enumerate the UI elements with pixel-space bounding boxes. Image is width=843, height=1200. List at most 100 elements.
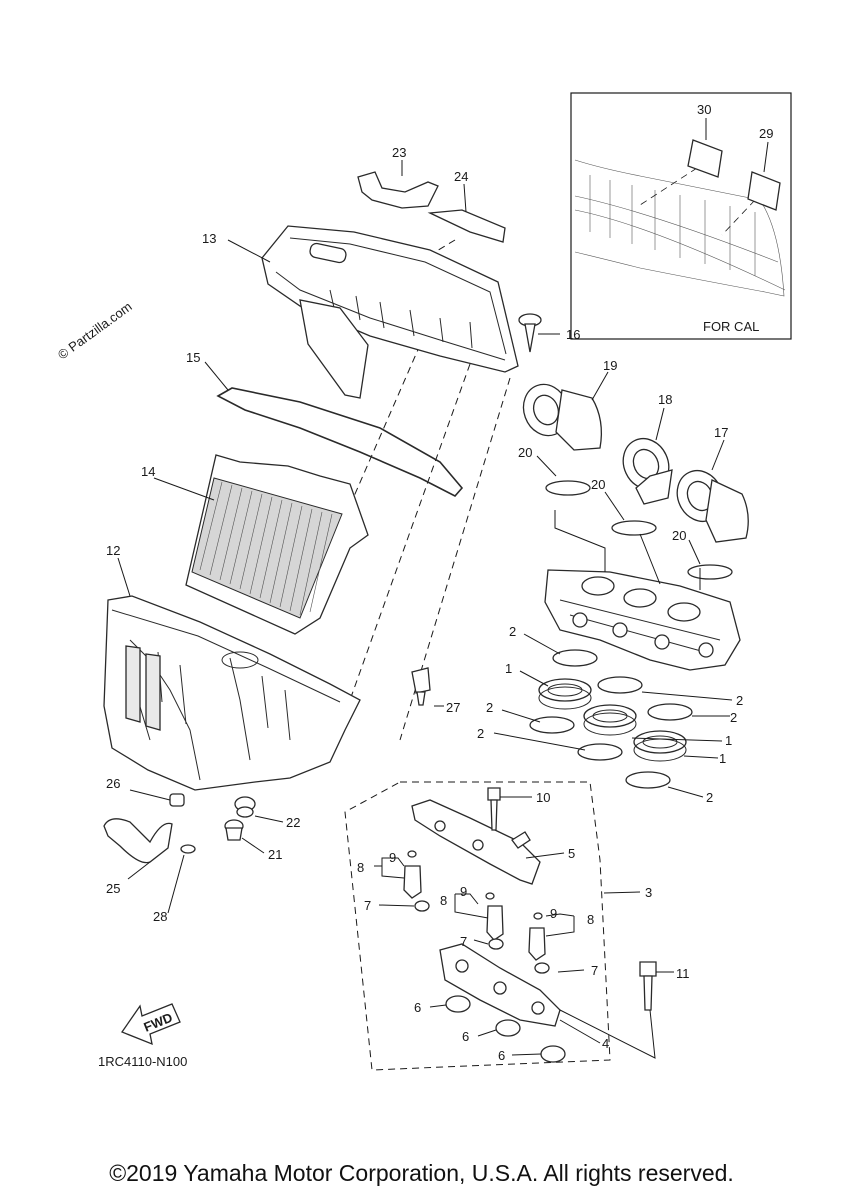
- part-6-gasket-b: [495, 1019, 521, 1037]
- callout-12: 12: [106, 543, 120, 558]
- callout-2-f: 2: [706, 790, 713, 805]
- part-19-intake-joint: [522, 383, 603, 451]
- callout-2-b: 2: [736, 693, 743, 708]
- part-15-gasket: [216, 387, 464, 497]
- part-24-pad: [427, 209, 506, 243]
- callout-17: 17: [714, 425, 728, 440]
- part-20-clamp-2: [611, 520, 657, 536]
- part-4-delivery-pipe: [439, 943, 561, 1027]
- callout-16: 16: [566, 327, 580, 342]
- part-7-seal-a: [414, 900, 430, 912]
- callout-9-b: 9: [460, 884, 467, 899]
- callout-1-c: 1: [719, 751, 726, 766]
- part-21-drain: [224, 819, 244, 841]
- part-18-intake-joint: [622, 438, 673, 505]
- callout-23: 23: [392, 145, 406, 160]
- part-16-screw: [518, 313, 542, 353]
- callout-8-c: 8: [587, 912, 594, 927]
- leader-11-to-pipe: [559, 1009, 656, 1059]
- callout-9-c: 9: [550, 906, 557, 921]
- part-8-injector-a: [403, 865, 422, 899]
- callout-6-c: 6: [498, 1048, 505, 1063]
- callout-14: 14: [141, 464, 155, 479]
- part-30-sheet: [687, 139, 723, 178]
- part-2-clamp-d: [529, 716, 575, 734]
- fuel-injector-group-boundary: [344, 781, 611, 1071]
- part-22-grommet: [234, 796, 256, 818]
- callout-22: 22: [286, 815, 300, 830]
- fwd-arrow: FWD: [121, 1003, 181, 1046]
- callout-27: 27: [446, 700, 460, 715]
- leader-lines: [117, 160, 733, 1056]
- part-29-sheet: [747, 171, 781, 211]
- callout-7-a: 7: [364, 898, 371, 913]
- callout-1-b: 1: [725, 733, 732, 748]
- part-9-oring-c: [533, 912, 543, 920]
- part-10-bolt: [487, 787, 501, 831]
- part-17-intake-joint: [676, 470, 749, 543]
- callout-2-c: 2: [486, 700, 493, 715]
- callout-20-b: 20: [591, 477, 605, 492]
- part-6-gasket-a: [445, 995, 471, 1013]
- part-2-clamp-a: [552, 649, 598, 667]
- callout-6-b: 6: [462, 1029, 469, 1044]
- part-5-fuel-rail-upper: [411, 799, 541, 885]
- leader-29: [763, 141, 769, 173]
- inset-dashed-leaders: [639, 167, 756, 236]
- inset-airbox-lid: [574, 159, 785, 297]
- inset-border: [570, 92, 792, 340]
- inset-lid-edge: [574, 195, 786, 291]
- part-1-joint-b: [583, 704, 637, 736]
- part-12-airbox-case: [103, 595, 361, 791]
- callout-1-a: 1: [505, 661, 512, 676]
- part-7-seal-b: [488, 938, 504, 950]
- part-23-bracket: [357, 171, 439, 209]
- partzilla-watermark: © Partzilla.com: [55, 299, 135, 363]
- inset-caption: FOR CAL: [703, 319, 759, 334]
- inset-lid-ribs: [589, 175, 756, 276]
- part-28-clamp: [180, 844, 196, 854]
- callout-13: 13: [202, 231, 216, 246]
- part-26-plug: [169, 793, 185, 807]
- callout-25: 25: [106, 881, 120, 896]
- part-20-clamp-1: [545, 480, 591, 496]
- dashed-assembly-line-2: [349, 363, 471, 701]
- callout-8-a: 8: [357, 860, 364, 875]
- part-1-joint-a: [538, 678, 592, 710]
- part-7-seal-c: [534, 962, 550, 974]
- callout-6-a: 6: [414, 1000, 421, 1015]
- diagram-code: 1RC4110-N100: [98, 1054, 187, 1069]
- callout-11: 11: [676, 966, 690, 981]
- callout-29: 29: [759, 126, 773, 141]
- part-9-oring-b: [485, 892, 495, 900]
- part-2-clamp-c: [647, 703, 693, 721]
- part-2-clamp-e: [577, 743, 623, 761]
- callout-2-a: 2: [509, 624, 516, 639]
- part-1-joint-c: [633, 730, 687, 762]
- part-9-oring-a: [407, 850, 417, 858]
- copyright-notice: ©2019 Yamaha Motor Corporation, U.S.A. A…: [109, 1160, 734, 1186]
- callout-21: 21: [268, 847, 282, 862]
- callout-4: 4: [602, 1036, 609, 1051]
- part-13-airbox-lid: [261, 225, 519, 399]
- throttle-body-assembly: [544, 510, 741, 671]
- callout-24: 24: [454, 169, 468, 184]
- callout-7-b: 7: [460, 934, 467, 949]
- callout-20-c: 20: [672, 528, 686, 543]
- part-8-injector-b: [486, 905, 504, 941]
- callout-3: 3: [645, 885, 652, 900]
- callout-28: 28: [153, 909, 167, 924]
- callout-15: 15: [186, 350, 200, 365]
- part-25-hose: [103, 818, 173, 864]
- callout-10: 10: [536, 790, 550, 805]
- callout-5: 5: [568, 846, 575, 861]
- callout-19: 19: [603, 358, 617, 373]
- callout-2-e: 2: [477, 726, 484, 741]
- callout-2-d: 2: [730, 710, 737, 725]
- part-8-injector-c: [528, 927, 546, 961]
- part-2-clamp-f: [625, 771, 671, 789]
- callout-9-a: 9: [389, 850, 396, 865]
- callout-7-c: 7: [591, 963, 598, 978]
- dashed-assembly-line-3: [299, 344, 421, 621]
